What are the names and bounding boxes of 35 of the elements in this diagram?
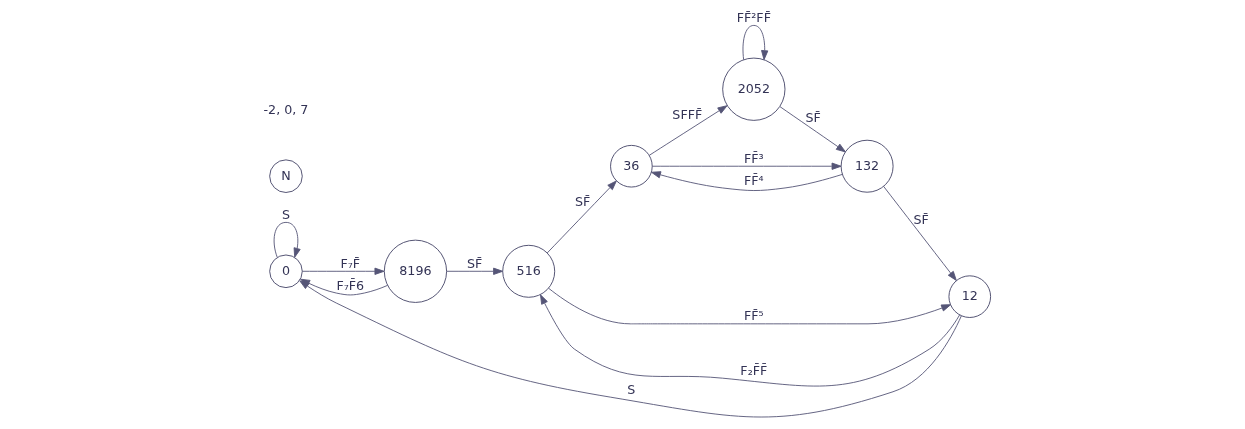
arrow (445, 267, 503, 275)
edge-label: SF̄ (466, 255, 482, 271)
node-circle: 12 (948, 275, 991, 318)
arrow (273, 221, 301, 258)
arrow (651, 162, 842, 170)
edge-label: S (281, 206, 290, 222)
node-circle: N (268, 159, 303, 193)
arrow (650, 171, 843, 191)
label: -2, 0, 7 (263, 102, 308, 118)
edge-label: F₇F̄6 (335, 277, 364, 293)
node-circle: 8196 (383, 239, 447, 303)
edge-label: FF̄⁴ (743, 172, 764, 188)
arrow (779, 106, 846, 153)
arrow (882, 185, 957, 281)
node-circle: 516 (501, 244, 555, 298)
edge-label: FF̄³ (743, 150, 764, 166)
arrow (301, 267, 384, 275)
edge-label: SF̄ (804, 110, 821, 126)
edge-label: FF̄⁵ (743, 308, 764, 324)
node-circle: 132 (840, 139, 894, 193)
edge-label: SFFF̄ (671, 107, 702, 123)
edge-label: F₂F̄F̄ (739, 362, 767, 378)
arrow (546, 180, 617, 254)
node-circle: 0 (268, 254, 303, 289)
arrow (742, 24, 768, 61)
arrow (539, 294, 960, 387)
edge-label: FF̄²FF̄ (736, 9, 771, 25)
arrow (547, 287, 951, 325)
edge-label: SF̄ (912, 212, 929, 228)
edge-label: S (626, 381, 635, 397)
arrow (648, 105, 727, 156)
node-circle: 36 (609, 144, 653, 188)
edge-label: F₇F̄ (339, 255, 360, 271)
edge-label: SF̄ (574, 194, 590, 210)
node-circle: 2052 (721, 57, 785, 121)
